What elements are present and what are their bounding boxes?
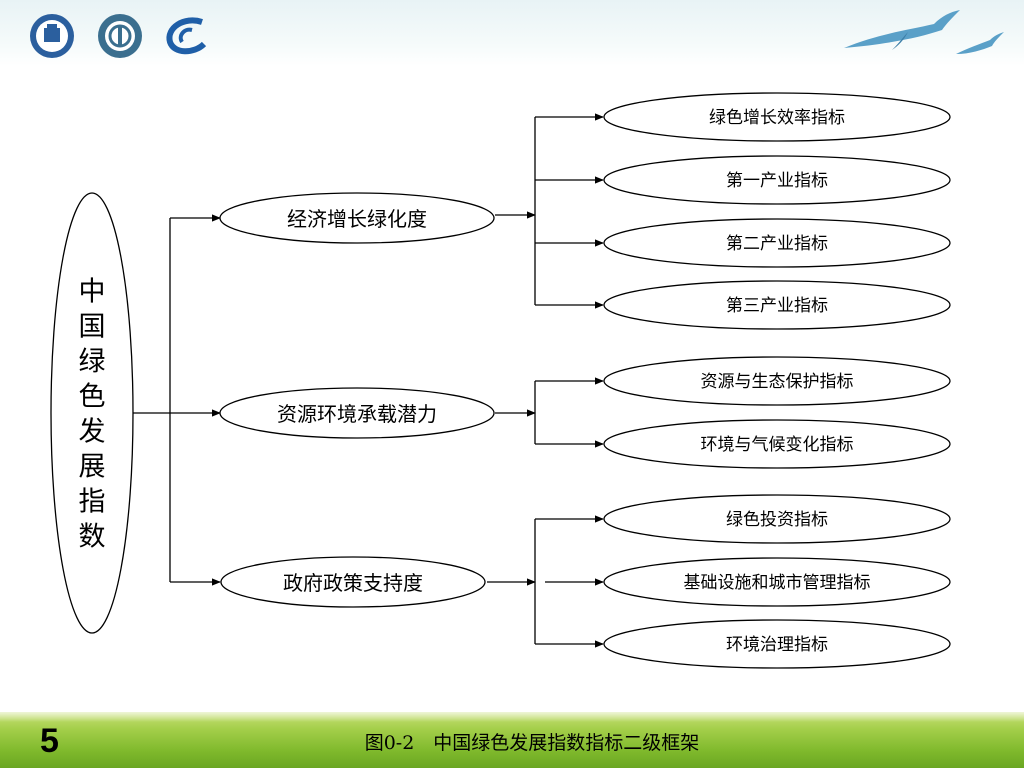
leaf-node-label: 第一产业指标 <box>726 171 828 191</box>
branch-node-label: 资源环境承载潜力 <box>277 402 437 426</box>
leaf-node: 环境治理指标 <box>603 619 951 669</box>
root-node-char: 指 <box>79 487 106 518</box>
leaf-node: 资源与生态保护指标 <box>603 356 951 406</box>
leaf-node-label: 第二产业指标 <box>726 234 828 254</box>
leaf-node: 环境与气候变化指标 <box>603 419 951 469</box>
leaf-node-label: 绿色增长效率指标 <box>709 108 845 128</box>
leaf-node: 基础设施和城市管理指标 <box>603 557 951 607</box>
leaf-node: 绿色增长效率指标 <box>603 92 951 142</box>
root-node-char: 国 <box>79 312 106 343</box>
swirl-logo <box>166 17 207 55</box>
seagulls-decoration <box>844 10 1004 54</box>
leaf-node-label: 第三产业指标 <box>726 296 828 316</box>
root-node-char: 中 <box>79 277 106 308</box>
root-node-char: 数 <box>79 522 106 553</box>
root-node-char: 色 <box>79 382 106 413</box>
branch-node-economic: 经济增长绿化度 <box>219 192 495 244</box>
leaf-node-label: 环境治理指标 <box>726 635 828 655</box>
branch-node-policy: 政府政策支持度 <box>220 556 486 608</box>
leaf-node-label: 环境与气候变化指标 <box>701 435 854 455</box>
root-node-char: 绿 <box>79 347 106 378</box>
branch-node-label: 政府政策支持度 <box>283 571 423 595</box>
figure-caption: 图0-2 中国绿色发展指数指标二级框架 <box>364 732 700 754</box>
grass-footer-background <box>0 712 1024 768</box>
root-node-label: 中国绿色发展指数 <box>79 277 106 553</box>
institute-seal-logo <box>98 14 142 58</box>
root-node-char: 展 <box>79 452 106 483</box>
leaf-node: 第三产业指标 <box>603 280 951 330</box>
page-number: 5 <box>40 722 59 760</box>
university-seal-logo <box>30 14 74 58</box>
root-node-char: 发 <box>79 417 106 448</box>
leaf-node: 第一产业指标 <box>603 155 951 205</box>
leaf-node: 第二产业指标 <box>603 218 951 268</box>
branch-node-label: 经济增长绿化度 <box>287 207 427 231</box>
leaf-node: 绿色投资指标 <box>603 494 951 544</box>
branch-node-resource: 资源环境承载潜力 <box>219 387 495 439</box>
hierarchy-diagram: 中国绿色发展指数 经济增长绿化度 资源环境承载潜力 政府政策支持度 绿色增长效率… <box>50 92 951 669</box>
leaf-node-label: 绿色投资指标 <box>726 510 828 530</box>
leaf-node-label: 基础设施和城市管理指标 <box>684 573 871 593</box>
leaf-node-label: 资源与生态保护指标 <box>701 372 854 392</box>
root-node: 中国绿色发展指数 <box>50 192 134 634</box>
